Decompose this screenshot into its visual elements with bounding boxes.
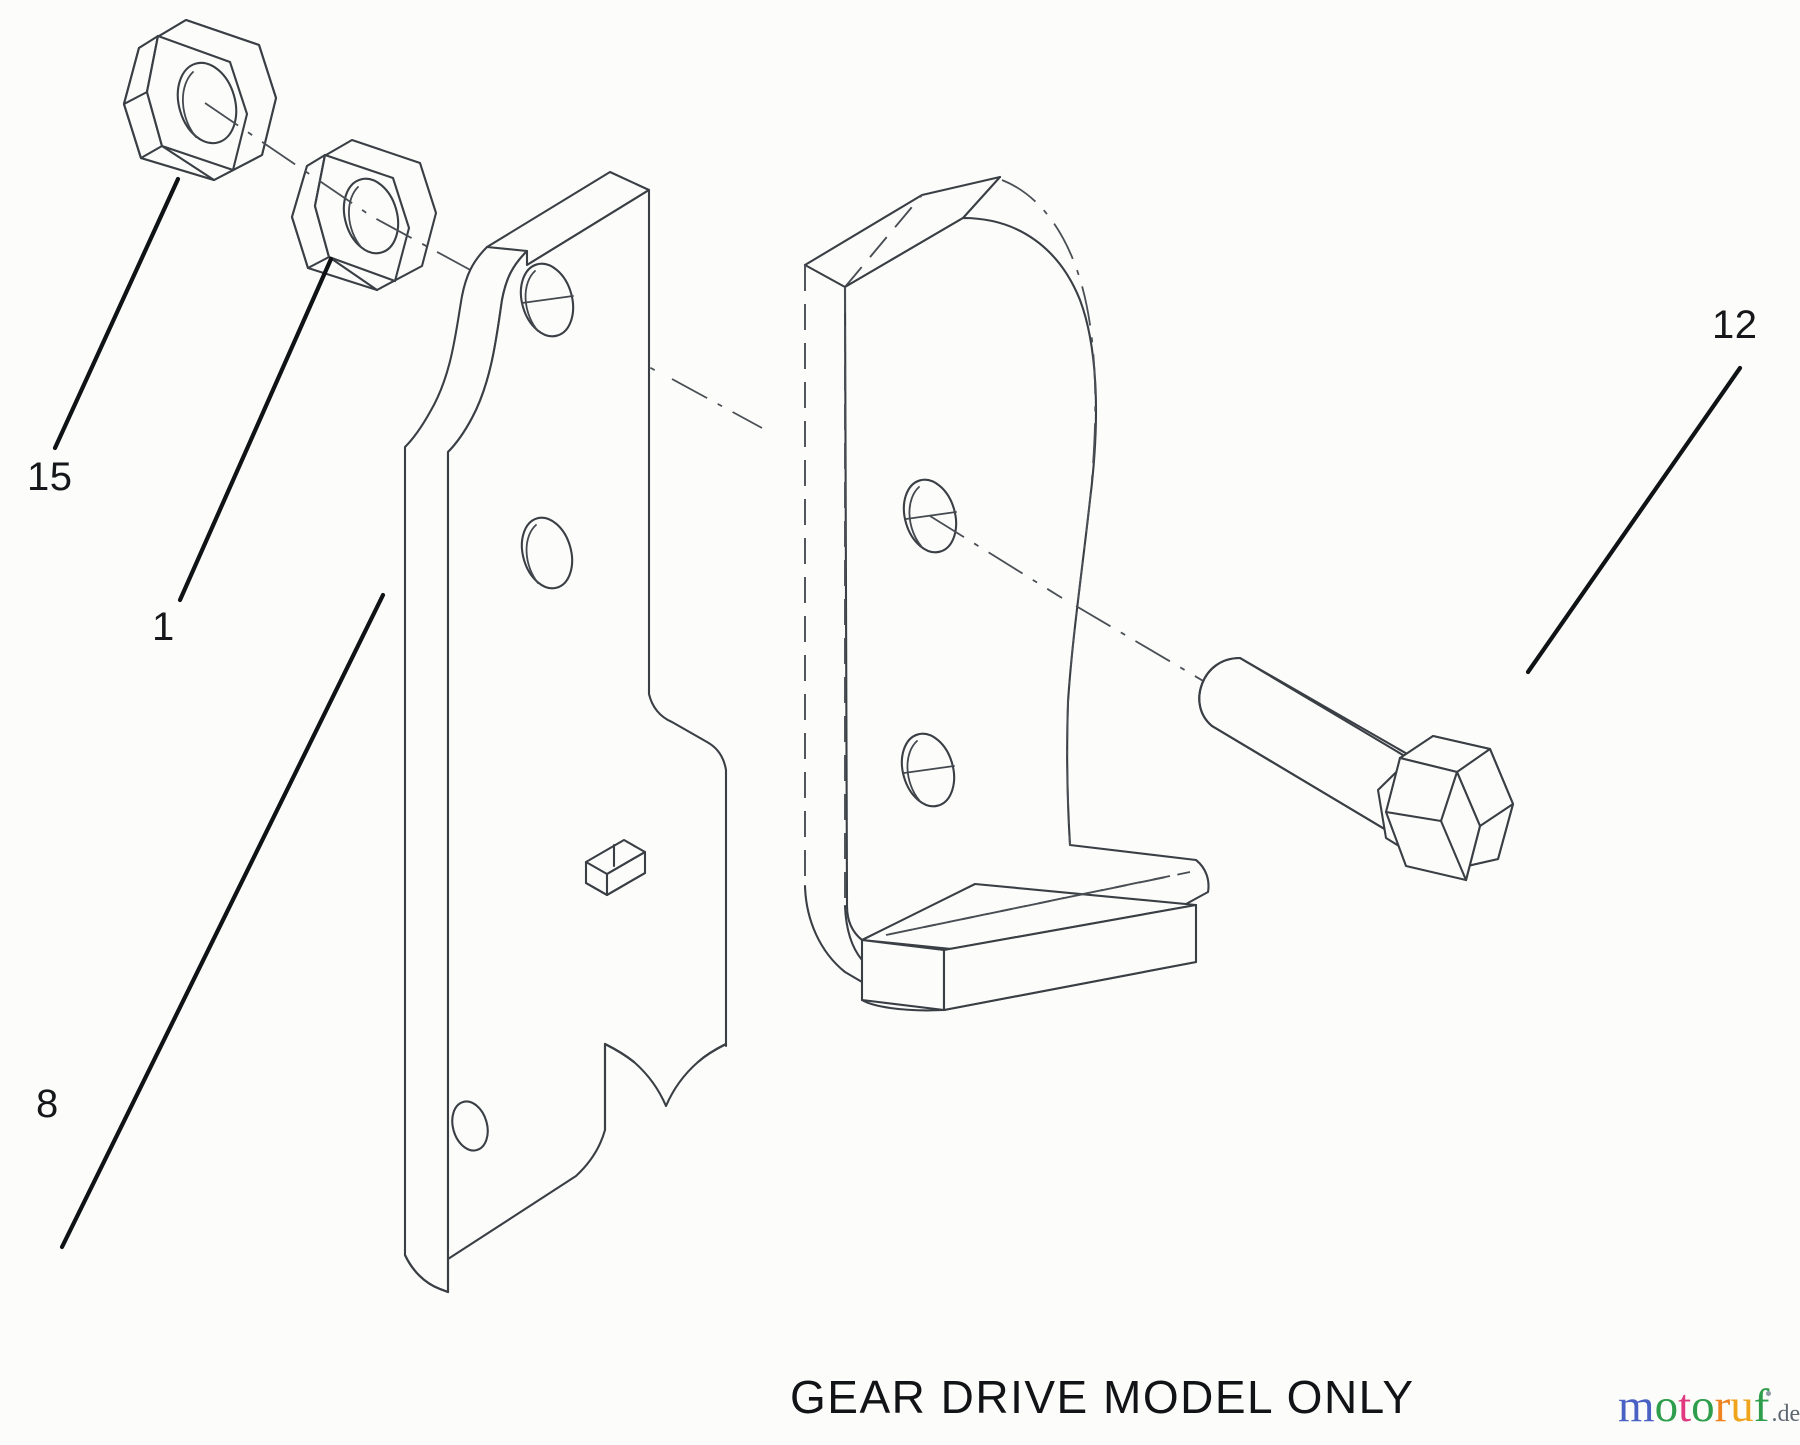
leader-1 — [177, 256, 334, 603]
watermark-letter-2: t — [1678, 1380, 1692, 1432]
diagram-caption: GEAR DRIVE MODEL ONLY — [790, 1371, 1415, 1423]
watermark-letter-4: r — [1714, 1380, 1731, 1432]
part-flat-mounting-plate — [403, 170, 728, 1294]
watermark-letter-3: o — [1691, 1380, 1715, 1432]
motoruf-watermark-logo: motoruf.de — [1618, 1383, 1800, 1430]
callout-12: 12 — [1712, 303, 1758, 347]
part-hex-nut-upper — [122, 18, 278, 182]
part-hex-head-bolt — [1198, 656, 1515, 882]
bolt-axis-line — [929, 515, 1223, 693]
part-l-angle-bracket — [803, 175, 1210, 1012]
leader-12 — [1525, 365, 1743, 675]
leader-lines — [52, 176, 1743, 1250]
callout-8: 8 — [36, 1082, 59, 1126]
watermark-letter-6: f — [1753, 1380, 1770, 1432]
leader-8 — [59, 592, 386, 1250]
callout-15: 15 — [27, 455, 73, 499]
callout-1: 1 — [152, 605, 175, 649]
watermark-letter-0: m — [1618, 1380, 1655, 1432]
watermark-letter-1: o — [1654, 1380, 1679, 1432]
watermark-tm-dot — [1766, 1391, 1772, 1396]
watermark-letter-5: u — [1730, 1380, 1754, 1432]
part-hex-nut-lower — [290, 138, 438, 292]
watermark-tld: .de — [1771, 1401, 1800, 1427]
watermark-wordmark: motoruf — [1618, 1380, 1769, 1432]
leader-15 — [52, 176, 181, 451]
